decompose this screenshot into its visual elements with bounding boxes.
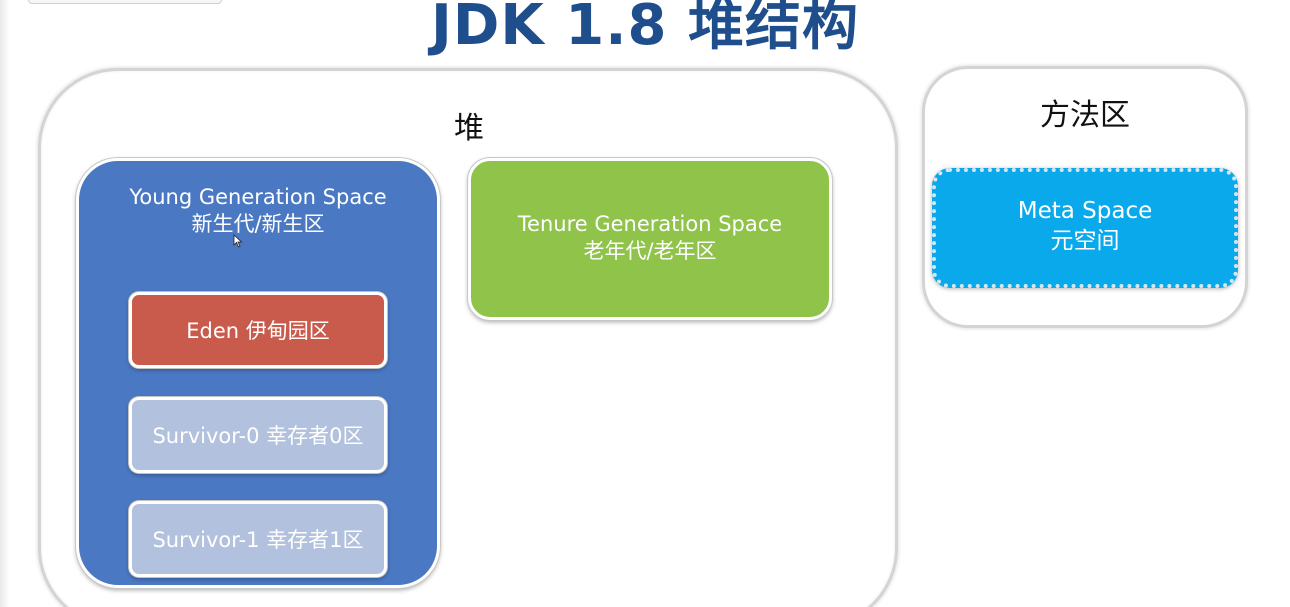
young-generation-subtitle: 新生代/新生区	[191, 212, 325, 236]
eden-label: Eden 伊甸园区	[186, 319, 330, 343]
meta-space-title: Meta Space	[1017, 198, 1153, 224]
young-generation-label: Young Generation Space 新生代/新生区	[76, 184, 440, 238]
tenure-generation-box	[468, 158, 832, 320]
tenure-generation-subtitle: 老年代/老年区	[583, 239, 717, 263]
survivor-0-box: Survivor-0 幸存者0区	[129, 397, 387, 473]
survivor-0-label: Survivor-0 幸存者0区	[152, 424, 364, 448]
eden-box: Eden 伊甸园区	[129, 292, 387, 368]
page-title: JDK 1.8 堆结构	[431, 0, 859, 58]
survivor-1-label: Survivor-1 幸存者1区	[152, 528, 364, 552]
survivor-1-box: Survivor-1 幸存者1区	[129, 501, 387, 577]
heap-label: 堆	[454, 111, 484, 146]
mouse-cursor-icon	[233, 234, 243, 248]
young-generation-title: Young Generation Space	[129, 185, 387, 209]
meta-space-box	[932, 168, 1238, 288]
meta-space-subtitle: 元空间	[1050, 228, 1120, 254]
method-area-label: 方法区	[1040, 98, 1130, 133]
tenure-generation-title: Tenure Generation Space	[517, 212, 783, 236]
meta-space-label: Meta Space 元空间	[932, 196, 1238, 256]
window-edge	[0, 0, 10, 607]
tenure-generation-label: Tenure Generation Space 老年代/老年区	[468, 211, 832, 265]
